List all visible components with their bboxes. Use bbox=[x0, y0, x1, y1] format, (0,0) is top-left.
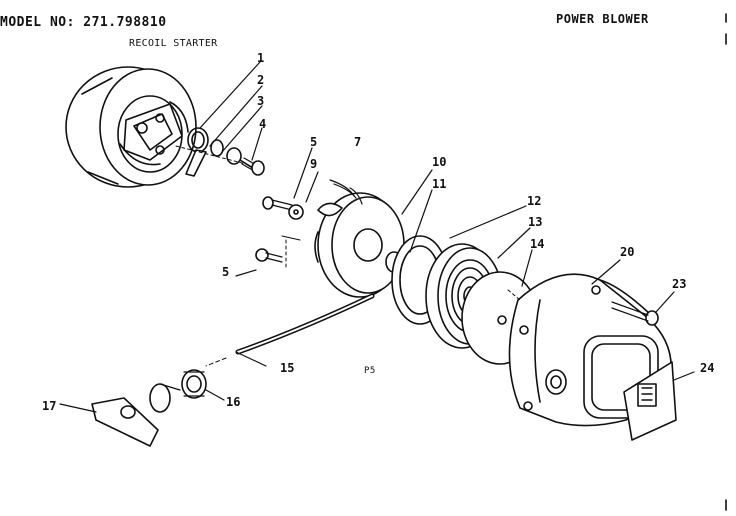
housing-screw bbox=[611, 301, 659, 326]
callout-15: 15 bbox=[280, 361, 294, 375]
callout-5-lower: 5 bbox=[222, 265, 229, 279]
leader-lines bbox=[59, 61, 695, 413]
rope-pulley bbox=[314, 179, 405, 298]
callout-17: 17 bbox=[42, 399, 56, 413]
starter-rope bbox=[205, 293, 375, 367]
model-number-label: MODEL NO: 271.798810 bbox=[0, 15, 167, 30]
callout-3: 3 bbox=[257, 94, 264, 108]
starter-handle bbox=[91, 383, 181, 447]
callout-1: 1 bbox=[257, 51, 264, 65]
callout-16: 16 bbox=[226, 395, 240, 409]
callout-14: 14 bbox=[530, 237, 544, 251]
callout-24: 24 bbox=[700, 361, 714, 375]
callout-11: 11 bbox=[432, 177, 446, 191]
callout-10: 10 bbox=[432, 155, 446, 169]
callout-9: 9 bbox=[310, 157, 317, 171]
pulley-screws bbox=[255, 196, 304, 271]
flywheel-cup bbox=[65, 66, 197, 188]
callout-2: 2 bbox=[257, 73, 264, 87]
section-title: RECOIL STARTER bbox=[129, 38, 218, 49]
callout-4: 4 bbox=[259, 117, 266, 131]
label-plate bbox=[623, 361, 677, 441]
product-title: POWER BLOWER bbox=[556, 12, 649, 26]
ratchet-parts bbox=[175, 127, 265, 177]
callout-20: 20 bbox=[620, 245, 634, 259]
callout-5-upper: 5 bbox=[310, 135, 317, 149]
page-code: P5 bbox=[364, 366, 376, 376]
rope-guide bbox=[181, 369, 207, 399]
callout-12: 12 bbox=[527, 194, 541, 208]
callout-13: 13 bbox=[528, 215, 542, 229]
callout-7: 7 bbox=[354, 135, 361, 149]
callout-23: 23 bbox=[672, 277, 686, 291]
